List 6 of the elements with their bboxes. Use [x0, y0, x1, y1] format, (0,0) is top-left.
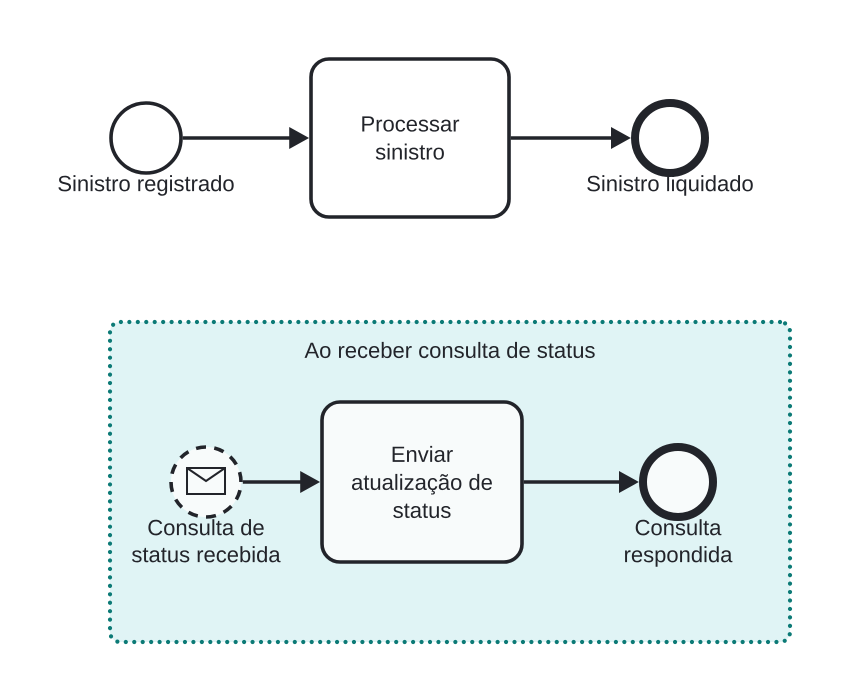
event-label: Sinistro liquidado [587, 175, 753, 196]
event-label: Consulta respondida [625, 519, 732, 567]
event-label: Consulta de status recebida [132, 519, 281, 562]
event-label: Sinistro registrado [58, 175, 234, 196]
task-box: Processar sinistro [309, 57, 511, 219]
task-box: Enviar atualização de status [320, 400, 524, 564]
